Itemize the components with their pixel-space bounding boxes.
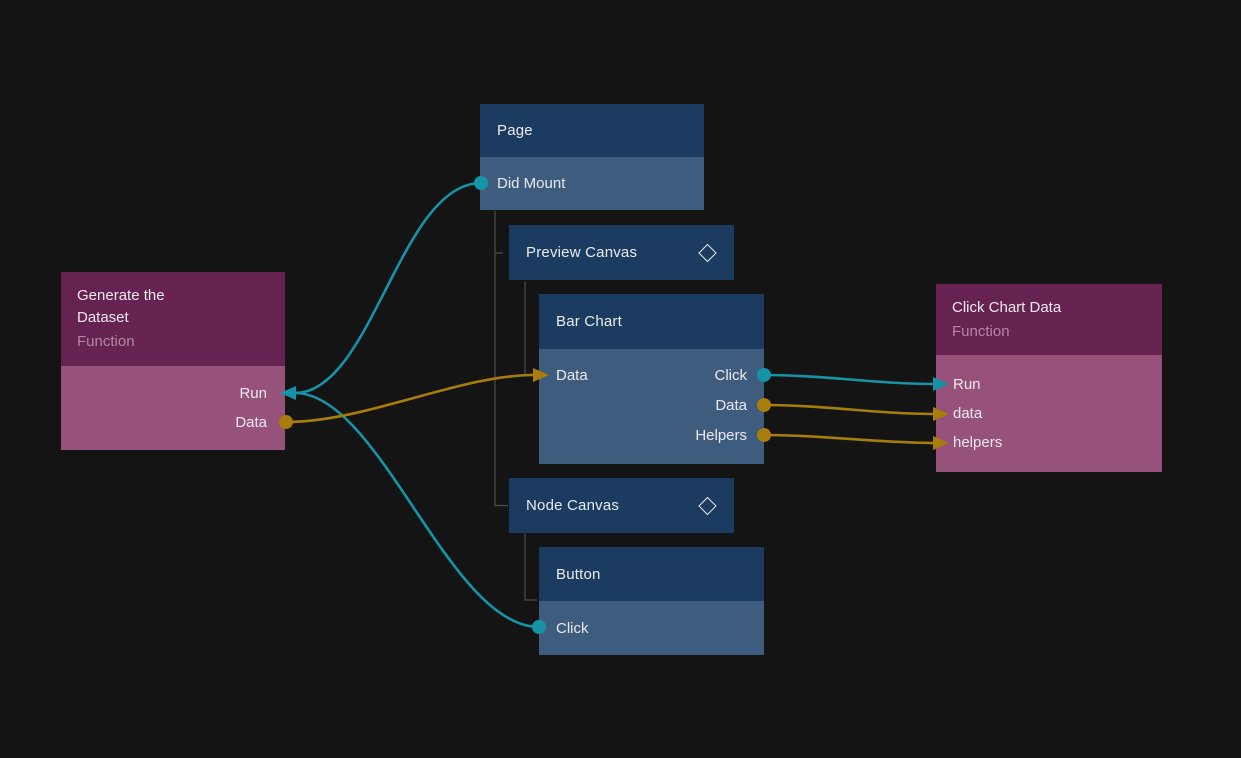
node-click-chart-data-title: Click Chart Data xyxy=(952,299,1062,316)
port-barchart-data-in[interactable]: Data xyxy=(556,360,652,390)
node-button-header[interactable]: Button xyxy=(539,547,764,601)
node-node-canvas-title: Node Canvas xyxy=(526,497,620,514)
port-barchart-data-out[interactable]: Data xyxy=(652,390,747,420)
node-click-chart-data[interactable]: Click Chart Data Function Run data helpe… xyxy=(936,284,1162,472)
port-barchart-data-in-label: Data xyxy=(556,366,588,384)
node-bar-chart-header[interactable]: Bar Chart xyxy=(539,294,764,349)
port-ccd-helpers-in[interactable]: helpers xyxy=(936,428,1162,457)
port-generate-run-in[interactable]: Run xyxy=(61,379,285,408)
node-node-canvas[interactable]: Node Canvas xyxy=(509,478,734,533)
port-barchart-helpers-out-label: Helpers xyxy=(695,426,747,444)
port-generate-data-out-label: Data xyxy=(235,414,267,431)
port-barchart-click-out[interactable]: Click xyxy=(652,360,748,390)
port-ccd-helpers-in-label: helpers xyxy=(953,434,1003,451)
port-barchart-click-out-label: Click xyxy=(714,366,748,384)
edge-barcharthelpers-to-ccd-helpers[interactable] xyxy=(763,433,935,445)
node-generate-the-dataset[interactable]: Generate the Dataset Function Run Data xyxy=(61,272,285,450)
visual-component-diamond-icon xyxy=(698,496,717,515)
edge-barchartdata-to-ccd-data[interactable] xyxy=(763,403,935,416)
edge-buttonclick-to-generate-run[interactable] xyxy=(294,391,540,629)
node-bar-chart-title: Bar Chart xyxy=(556,313,622,330)
port-ccd-data-in[interactable]: data xyxy=(936,399,1162,428)
node-preview-canvas-title: Preview Canvas xyxy=(526,244,638,261)
node-click-chart-data-header[interactable]: Click Chart Data Function xyxy=(936,284,1162,355)
visual-component-diamond-icon xyxy=(698,243,717,262)
node-generate-the-dataset-subtitle: Function xyxy=(77,333,135,350)
node-page-title: Page xyxy=(497,122,533,139)
port-generate-run-in-label: Run xyxy=(239,385,267,402)
port-barchart-data-out-label: Data xyxy=(715,396,747,414)
node-node-canvas-header[interactable]: Node Canvas xyxy=(509,478,734,533)
node-generate-the-dataset-header[interactable]: Generate the Dataset Function xyxy=(61,272,285,366)
node-page[interactable]: Page Did Mount xyxy=(480,104,704,210)
tree-line-page-children xyxy=(494,210,508,507)
node-generate-the-dataset-title: Generate the Dataset xyxy=(77,287,165,326)
tree-line-preview-to-barchart xyxy=(524,281,535,376)
edge-generatedata-to-barchart-data[interactable] xyxy=(285,373,535,424)
port-did-mount-label: Did Mount xyxy=(497,175,566,192)
node-button[interactable]: Button Click xyxy=(539,547,764,655)
tree-line-nodecanvas-to-button xyxy=(524,533,537,601)
port-ccd-run-in[interactable]: Run xyxy=(936,370,1162,399)
edge-didmount-to-generate-run[interactable] xyxy=(294,181,482,395)
port-button-click-label: Click xyxy=(556,619,589,637)
node-bar-chart-body: Data Click Data Helpers xyxy=(539,349,764,464)
node-preview-canvas[interactable]: Preview Canvas xyxy=(509,225,734,280)
node-click-chart-data-body: Run data helpers xyxy=(936,355,1162,472)
port-ccd-run-in-label: Run xyxy=(953,376,981,393)
edge-barchartclick-to-ccd-run[interactable] xyxy=(763,373,935,386)
port-ccd-data-in-label: data xyxy=(953,405,983,422)
node-generate-the-dataset-body: Run Data xyxy=(61,366,285,450)
node-click-chart-data-subtitle: Function xyxy=(952,323,1010,340)
port-generate-data-out[interactable]: Data xyxy=(61,408,285,437)
port-button-click[interactable]: Click xyxy=(539,601,764,655)
node-bar-chart[interactable]: Bar Chart Data Click Data Helpers xyxy=(539,294,764,464)
node-button-title: Button xyxy=(556,565,601,583)
node-page-header[interactable]: Page xyxy=(480,104,704,157)
port-barchart-helpers-out[interactable]: Helpers xyxy=(652,420,747,450)
port-did-mount[interactable]: Did Mount xyxy=(480,157,704,210)
node-preview-canvas-header[interactable]: Preview Canvas xyxy=(509,225,734,280)
